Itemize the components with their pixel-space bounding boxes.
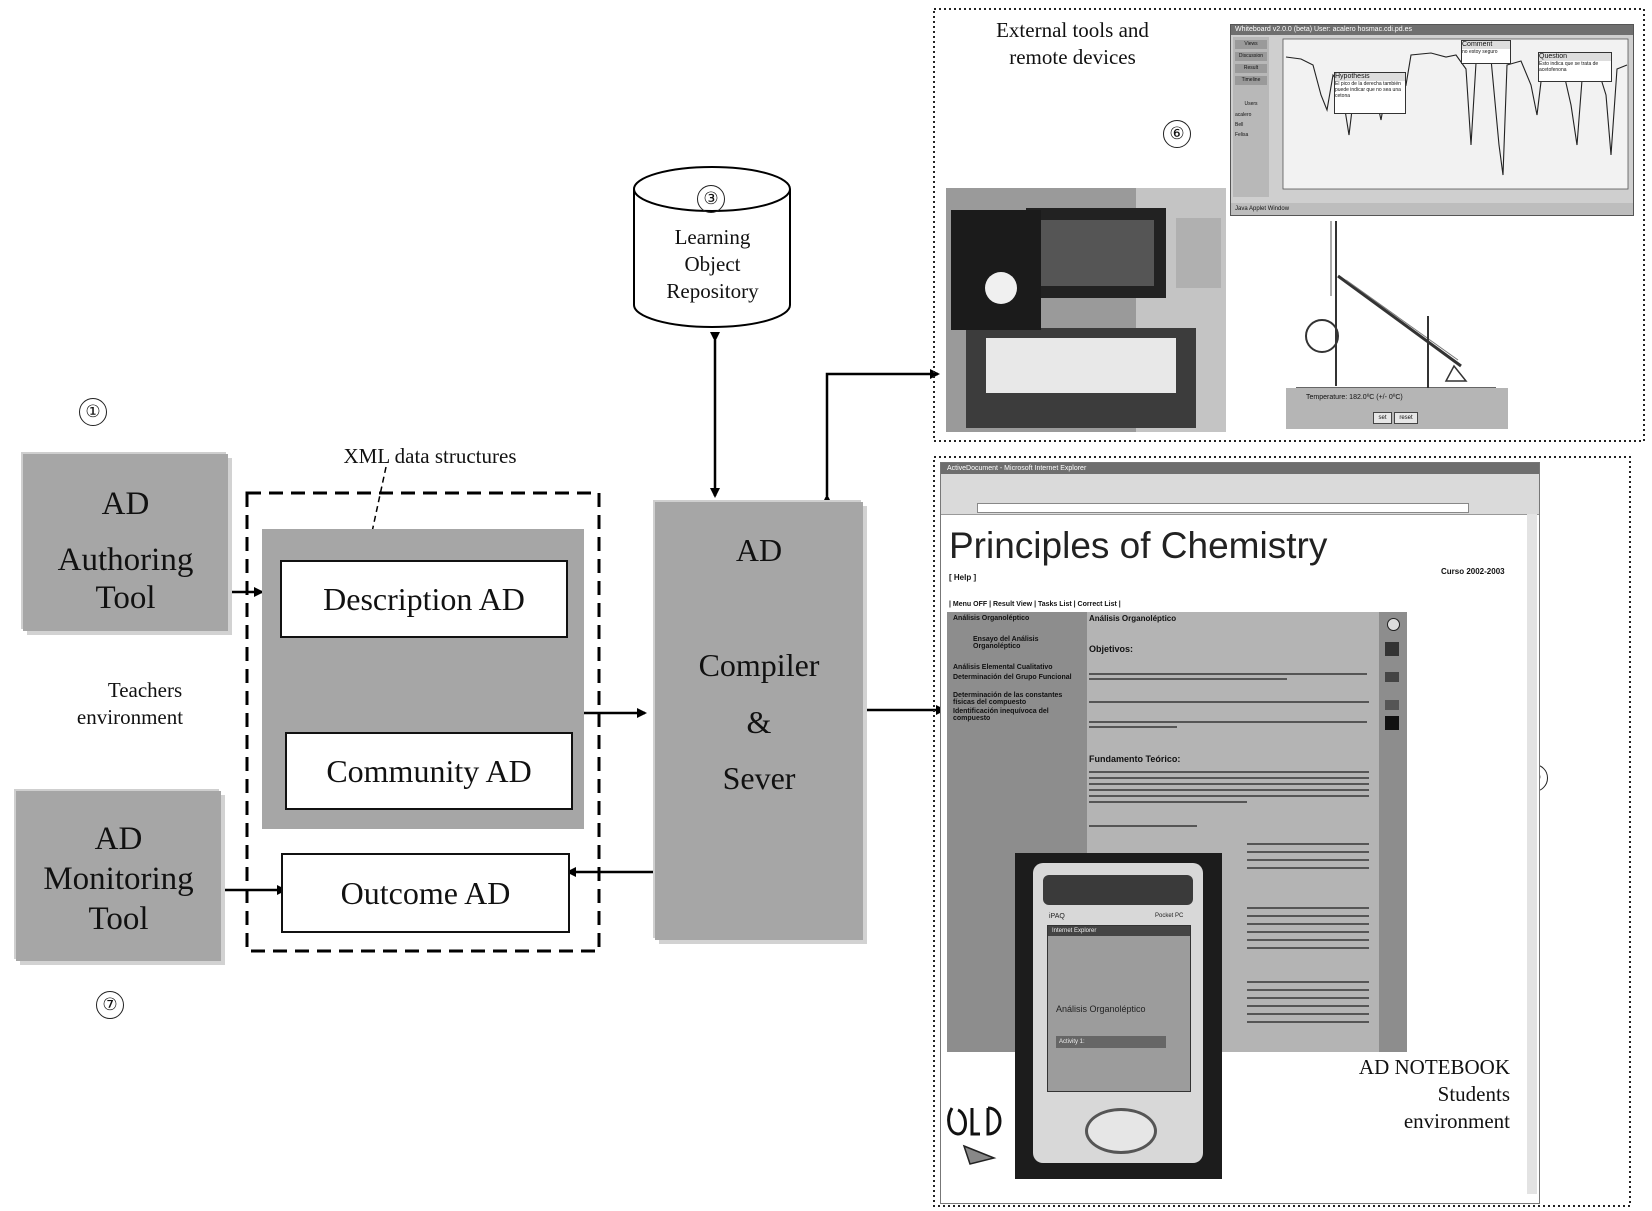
teachers-env-line2: environment bbox=[76, 705, 184, 729]
sidebar-item-analisis-organoleptico[interactable]: Análisis Organoléptico bbox=[953, 615, 1030, 622]
notebook-menu-bar[interactable]: | Menu OFF | Result View | Tasks List | … bbox=[949, 601, 1121, 608]
save-icon[interactable] bbox=[1385, 716, 1399, 730]
compiler-line4: Sever bbox=[722, 760, 796, 796]
hypothesis-text: El pico de la derecha también puede indi… bbox=[1335, 81, 1401, 99]
outcome-ad-box: Outcome AD bbox=[281, 853, 570, 933]
repository-line1: Learning bbox=[674, 225, 751, 249]
lab-device-photo bbox=[946, 188, 1226, 432]
teachers-env-line1: Teachers bbox=[107, 678, 183, 702]
lab-set-button[interactable]: set bbox=[1373, 412, 1392, 424]
compiler-line2: Compiler bbox=[698, 647, 820, 683]
external-frame bbox=[933, 8, 1645, 442]
content-fundamento: Fundamento Teórico: bbox=[1089, 754, 1181, 764]
whiteboard-user-1: acalero bbox=[1235, 112, 1252, 118]
content-section-title: Análisis Organoléptico bbox=[1089, 614, 1177, 623]
pda-browser-bar: Internet Explorer bbox=[1048, 926, 1190, 936]
step-number-1: ① bbox=[79, 398, 107, 426]
notebook-label-line2: Students bbox=[1437, 1082, 1510, 1106]
external-line1: External tools and bbox=[996, 18, 1149, 42]
lab-control-panel: Temperature: 182.0ºC (+/- 0ºC) set reset bbox=[1286, 388, 1508, 429]
notebook-screenshot: ActiveDocument - Microsoft Internet Expl… bbox=[940, 462, 1540, 1204]
pda-nav-button[interactable] bbox=[1085, 1108, 1157, 1154]
notebook-tool-icon[interactable] bbox=[1385, 642, 1399, 656]
notebook-label-line1: AD NOTEBOOK bbox=[1358, 1055, 1510, 1079]
pda-photo: iPAQ Pocket PC Internet Explorer Análisi… bbox=[1015, 853, 1222, 1179]
question-text: Esto indica que se trata de acetofenona bbox=[1539, 61, 1599, 73]
comment-text: no estoy seguro bbox=[1462, 49, 1498, 55]
external-line2: remote devices bbox=[1009, 45, 1136, 69]
notebook-label-line3: environment bbox=[1403, 1109, 1510, 1133]
step-number-3: ③ bbox=[697, 185, 725, 213]
pda-brand: iPAQ bbox=[1049, 913, 1065, 920]
notebook-frame bbox=[933, 456, 1631, 1207]
authoring-tool-line3: Tool bbox=[95, 580, 156, 616]
description-ad-box: Description AD bbox=[280, 560, 568, 638]
whiteboard-user-3: Felisa bbox=[1235, 132, 1249, 138]
whiteboard-titlebar: Whiteboard v2.0.0 (beta) User: acalero h… bbox=[1231, 25, 1633, 35]
whiteboard-tab-views[interactable]: Views bbox=[1235, 40, 1267, 49]
whiteboard-user-2: Bell bbox=[1235, 122, 1244, 128]
sidebar-item-constantes[interactable]: Determinación de las constantes físicas … bbox=[953, 692, 1063, 706]
whiteboard-tab-timeline[interactable]: Timeline bbox=[1235, 76, 1267, 85]
whiteboard-status-bar: Java Applet Window bbox=[1231, 203, 1633, 215]
monitoring-tool-box: AD Monitoring Tool bbox=[16, 791, 221, 961]
browser-scrollbar[interactable] bbox=[1527, 514, 1537, 1194]
repository-line2: Object bbox=[684, 252, 741, 276]
compiler-line1: AD bbox=[735, 532, 783, 568]
sidebar-item-ensayo[interactable]: Ensayo del Análisis Organoléptico bbox=[973, 636, 1039, 650]
compiler-server-box: AD Compiler & Sever bbox=[655, 502, 863, 940]
pda-model: Pocket PC bbox=[1155, 913, 1184, 919]
lab-device-illustration bbox=[946, 188, 1226, 432]
hypothesis-title: Hypothesis bbox=[1335, 73, 1405, 81]
notebook-help-link[interactable]: [ Help ] bbox=[949, 573, 977, 582]
olde-logo-drawing bbox=[947, 1106, 1002, 1165]
community-ad-box: Community AD bbox=[285, 732, 573, 810]
browser-titlebar: ActiveDocument - Microsoft Internet Expl… bbox=[941, 463, 1539, 474]
notebook-course-label: Curso 2002-2003 bbox=[1441, 567, 1505, 576]
whiteboard-question-note[interactable]: Question Esto indica que se trata de ace… bbox=[1538, 52, 1612, 82]
pda-heading: Análisis Organoléptico bbox=[1056, 1004, 1146, 1014]
step-number-7: ⑦ bbox=[96, 991, 124, 1019]
repository-line3: Repository bbox=[666, 279, 759, 303]
content-text-lines bbox=[1089, 673, 1369, 1023]
compiler-line3: & bbox=[746, 704, 772, 740]
sidebar-item-identificacion[interactable]: Identificación inequívoca del compuesto bbox=[953, 708, 1049, 722]
olde-logo bbox=[944, 1088, 1024, 1168]
whiteboard-hypothesis-note[interactable]: Hypothesis El pico de la derecha también… bbox=[1334, 72, 1406, 114]
step-number-6: ⑥ bbox=[1163, 120, 1191, 148]
whiteboard-comment-note[interactable]: Comment no estoy seguro bbox=[1461, 40, 1511, 64]
xml-container-dashed bbox=[245, 491, 601, 953]
monitoring-tool-line1: AD bbox=[94, 821, 143, 857]
xml-leader-line bbox=[371, 466, 387, 533]
arrow-compiler-external bbox=[822, 369, 940, 504]
pda-screen[interactable]: Internet Explorer Análisis Organoléptico… bbox=[1047, 925, 1191, 1092]
browser-address-input[interactable] bbox=[977, 503, 1469, 513]
distillation-sketch: Temperature: 182.0ºC (+/- 0ºC) set reset bbox=[1286, 216, 1508, 429]
sidebar-item-grupo-funcional[interactable]: Determinación del Grupo Funcional bbox=[953, 674, 1072, 681]
pda-top-bezel bbox=[1043, 875, 1193, 905]
authoring-tool-box: AD Authoring Tool bbox=[23, 454, 228, 631]
comment-title: Comment bbox=[1462, 41, 1510, 49]
whiteboard-sidebar: Views Discussion Result Timeline Users a… bbox=[1233, 37, 1269, 197]
edit-tool-icon[interactable] bbox=[1385, 700, 1399, 710]
content-objetivos: Objetivos: bbox=[1089, 644, 1134, 654]
authoring-tool-line2: Authoring bbox=[57, 542, 194, 578]
question-title: Question bbox=[1539, 53, 1611, 61]
whiteboard-tab-discussion[interactable]: Discussion bbox=[1235, 52, 1267, 61]
notebook-tool-column bbox=[1379, 612, 1407, 1052]
monitoring-tool-line3: Tool bbox=[88, 901, 149, 937]
lab-reset-button[interactable]: reset bbox=[1394, 412, 1418, 424]
pda-activity[interactable]: Activity 1: bbox=[1056, 1036, 1166, 1048]
authoring-tool-line1: AD bbox=[101, 486, 150, 522]
sidebar-item-elemental[interactable]: Análisis Elemental Cualitativo bbox=[953, 664, 1053, 671]
xml-label: XML data structures bbox=[343, 444, 517, 468]
whiteboard-users-label: Users bbox=[1244, 101, 1258, 107]
collapse-icon[interactable] bbox=[1387, 618, 1400, 631]
tasks-tool-icon[interactable] bbox=[1385, 672, 1399, 682]
whiteboard-tab-result[interactable]: Result bbox=[1235, 64, 1267, 73]
monitoring-tool-line2: Monitoring bbox=[43, 861, 194, 897]
whiteboard-screenshot: Whiteboard v2.0.0 (beta) User: acalero h… bbox=[1230, 24, 1634, 216]
lab-temperature: Temperature: 182.0ºC (+/- 0ºC) bbox=[1306, 394, 1403, 401]
notebook-page-title: Principles of Chemistry bbox=[949, 525, 1328, 566]
